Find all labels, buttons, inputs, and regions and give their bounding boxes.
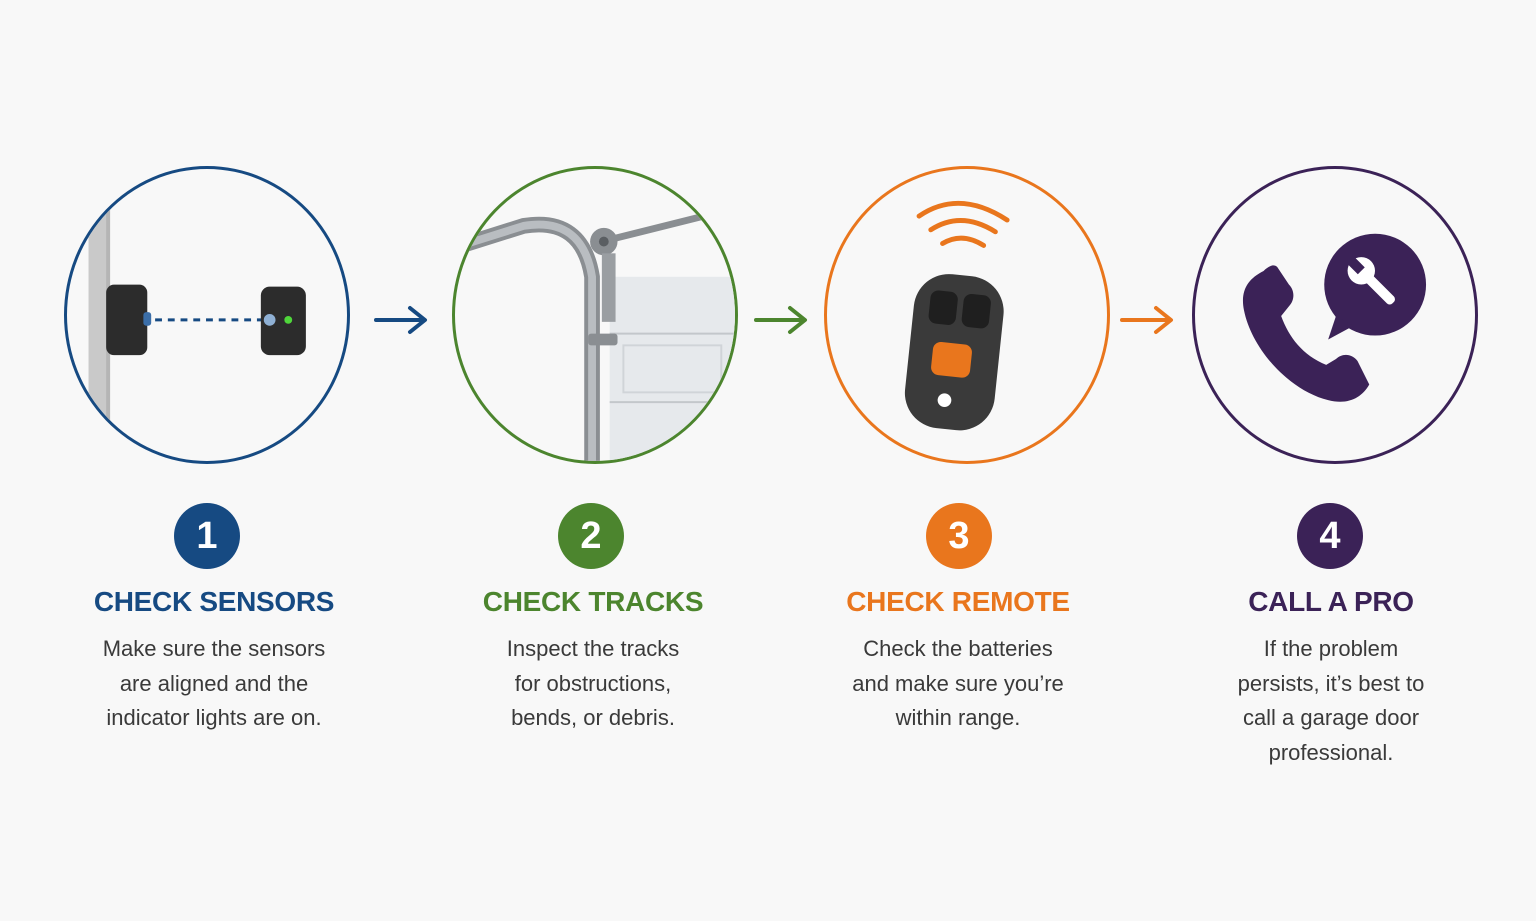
sensor-pair-icon	[88, 169, 306, 461]
step-3-badge: 3	[926, 503, 992, 569]
step-1-desc-line: Make sure the sensors	[102, 636, 326, 661]
arrow-2-to-3-icon	[754, 304, 810, 336]
step-4-desc-line: call a garage door	[1242, 705, 1420, 730]
arrow-1-to-2-icon	[374, 304, 430, 336]
step-3-title: CHECK REMOTE	[846, 586, 1070, 617]
step-3-description: Check the batteries and make sure you’re…	[798, 632, 1118, 736]
arrow-3-to-4-icon	[1120, 304, 1176, 336]
step-4-title: CALL A PRO	[1248, 586, 1414, 617]
step-1-title: CHECK SENSORS	[93, 586, 335, 617]
step-2-desc-line: bends, or debris.	[511, 705, 675, 730]
step-4-badge: 4	[1297, 503, 1363, 569]
garage-track-icon	[455, 204, 735, 461]
step-3-illustration	[824, 166, 1110, 464]
step-4-description: If the problem persists, it’s best to ca…	[1171, 632, 1491, 770]
step-2-desc-line: Inspect the tracks	[506, 636, 680, 661]
step-4-desc-line: If the problem	[1263, 636, 1399, 661]
step-4-desc-line: persists, it’s best to	[1237, 670, 1425, 696]
step-3-desc-line: and make sure you’re	[852, 670, 1064, 696]
step-1-badge: 1	[174, 503, 240, 569]
phone-wrench-icon	[1242, 233, 1427, 402]
step-1-illustration	[64, 166, 350, 464]
step-2-desc-line: for obstructions,	[514, 670, 672, 696]
step-3-desc-line: within range.	[895, 705, 1021, 730]
step-1-desc-line: indicator lights are on.	[106, 705, 322, 730]
step-2-badge: 2	[558, 503, 624, 569]
step-2-title: CHECK TRACKS	[482, 586, 704, 617]
step-2-description: Inspect the tracks for obstructions, ben…	[433, 632, 753, 736]
step-1-description: Make sure the sensors are aligned and th…	[54, 632, 374, 736]
step-1-desc-line: are aligned and the	[119, 670, 309, 696]
step-4-illustration	[1192, 166, 1478, 464]
step-3-desc-line: Check the batteries	[863, 636, 1053, 661]
remote-control-icon	[904, 200, 1010, 431]
step-2-illustration	[452, 166, 738, 464]
step-4-desc-line: professional.	[1268, 739, 1394, 765]
